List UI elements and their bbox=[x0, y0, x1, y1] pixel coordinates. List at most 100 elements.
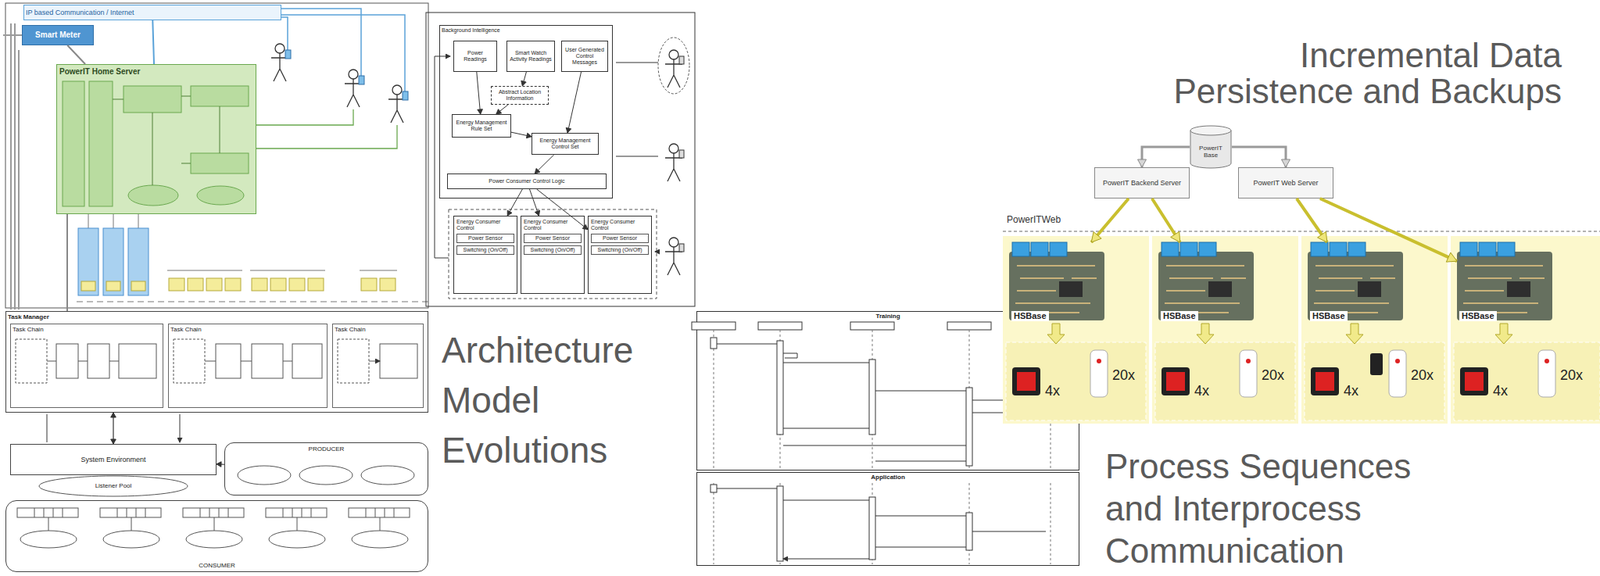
node-title: Smart Watch Activity Readings bbox=[508, 50, 553, 63]
board-box: HSBase bbox=[1307, 242, 1404, 324]
board-box: HSBase bbox=[1456, 242, 1553, 324]
count-label: 20x bbox=[1410, 367, 1443, 385]
connector bbox=[507, 189, 523, 216]
message-arrows bbox=[716, 343, 1048, 559]
arrow-head bbox=[534, 168, 541, 174]
caption-text: Incremental Data Persistence and Backups bbox=[1139, 37, 1562, 110]
node-title: Application bbox=[870, 473, 906, 481]
node-title: Task Chain bbox=[12, 325, 44, 333]
intelligence-box: Background IntelligencePower Readings Sma… bbox=[439, 25, 613, 199]
connector bbox=[1138, 146, 1191, 168]
node-title: Power Readings bbox=[455, 50, 495, 63]
region-label: PowerITWeb bbox=[1006, 214, 1101, 226]
arrow-head bbox=[565, 127, 571, 133]
node-cell: Power Sensor bbox=[456, 233, 515, 244]
connector-line bbox=[567, 71, 581, 133]
sequence-frame: Application bbox=[696, 472, 1080, 566]
count-label: 20x bbox=[1112, 367, 1144, 385]
arrow-head bbox=[534, 210, 540, 216]
device-pictures bbox=[1012, 350, 1556, 398]
count-label: 20x bbox=[1261, 367, 1293, 385]
node-title: Energy Management Control Set bbox=[533, 137, 597, 151]
connector-line bbox=[216, 463, 225, 466]
site-panels bbox=[1002, 236, 1600, 424]
node-title: Energy Consumer Control bbox=[523, 218, 582, 232]
process-box: User Generated Control Messages bbox=[561, 40, 609, 72]
web-boundary bbox=[1002, 231, 1600, 233]
caption-text: Architecture Model Evolutions bbox=[441, 325, 677, 477]
label-holder: 20x bbox=[1410, 367, 1443, 385]
node-title: HSBase bbox=[1160, 311, 1199, 322]
node-title: Background Intelligence bbox=[441, 27, 501, 34]
connector-line bbox=[529, 189, 540, 216]
arrow-head bbox=[521, 80, 527, 86]
process-box: Power Readings bbox=[453, 40, 498, 72]
board-box: HSBase bbox=[1009, 242, 1105, 324]
node-title: PowerIT Web Server bbox=[1252, 178, 1318, 187]
arrow-head bbox=[582, 224, 588, 230]
server-links bbox=[256, 109, 398, 149]
environment-box: System Environment bbox=[10, 443, 217, 476]
node-title: Task Chain bbox=[170, 325, 202, 333]
connector bbox=[216, 461, 225, 468]
label-holder: 4x bbox=[1343, 382, 1371, 401]
label-holder: 4x bbox=[1492, 382, 1520, 401]
process-box: Abstract Location Information bbox=[490, 85, 549, 105]
connector-line bbox=[536, 189, 588, 230]
process-box: Energy Management Control Set bbox=[531, 132, 599, 155]
arrow-head bbox=[507, 210, 512, 216]
arrow-head bbox=[1317, 231, 1328, 243]
arrow-head bbox=[1091, 232, 1102, 243]
count-label: 4x bbox=[1492, 382, 1520, 401]
node-cell: Switching (On/Off) bbox=[456, 245, 515, 255]
connector-line bbox=[522, 71, 527, 86]
connector bbox=[1231, 146, 1291, 168]
server-modules bbox=[62, 81, 249, 207]
label-holder: Process Sequences and Interprocess Commu… bbox=[1105, 445, 1450, 573]
consumer-control-box: Energy Consumer ControlPower SensorSwitc… bbox=[520, 215, 585, 294]
sequence-frame: Training bbox=[696, 311, 1080, 471]
connector bbox=[1320, 198, 1457, 262]
label-holder: 20x bbox=[1560, 367, 1592, 385]
network-lines bbox=[281, 8, 405, 92]
node-title: Power Consumer Control Logic bbox=[488, 178, 565, 185]
user-input-lines bbox=[615, 62, 659, 252]
task-steps bbox=[15, 339, 418, 383]
arrow-head bbox=[477, 109, 484, 115]
count-label: 4x bbox=[1045, 382, 1072, 401]
connector-line bbox=[1152, 198, 1181, 243]
database-cylinder: PowerIT Base bbox=[1189, 125, 1232, 169]
node-title: PowerIT Backend Server bbox=[1102, 178, 1182, 187]
manager-arrows bbox=[46, 414, 180, 443]
node-title: HSBase bbox=[1011, 311, 1049, 322]
consumer-queues bbox=[17, 508, 410, 548]
consumer-control-box: Energy Consumer ControlPower SensorSwitc… bbox=[453, 215, 518, 294]
arrow-head bbox=[1170, 231, 1181, 243]
connector-line bbox=[112, 412, 114, 444]
task-chain-box: Task Chain bbox=[332, 323, 424, 409]
label-holder: 4x bbox=[1045, 382, 1072, 401]
server-box: PowerIT Web Server bbox=[1238, 167, 1334, 199]
connector-line bbox=[67, 45, 86, 65]
connector bbox=[565, 71, 581, 133]
node-title: HSBase bbox=[1310, 311, 1348, 322]
connector-line bbox=[1320, 198, 1457, 262]
consumer-group bbox=[448, 209, 657, 299]
power-wires bbox=[3, 23, 22, 310]
label-holder: Incremental Data Persistence and Backups bbox=[1139, 37, 1562, 110]
producer-box: PRODUCER bbox=[224, 442, 429, 496]
producer-items bbox=[237, 465, 415, 485]
node-cell: Power Sensor bbox=[523, 233, 582, 244]
node-title: PowerIT Base bbox=[1191, 144, 1230, 159]
connector bbox=[496, 104, 509, 115]
connector-line bbox=[1231, 146, 1286, 168]
label-holder: 20x bbox=[1112, 367, 1144, 385]
node-title: CONSUMER bbox=[198, 561, 236, 570]
node-cell: Switching (On/Off) bbox=[590, 245, 649, 255]
node-title: Energy Management Rule Set bbox=[454, 119, 509, 133]
lifelines bbox=[713, 329, 1051, 565]
node-title: PowerIT Home Server bbox=[59, 67, 140, 77]
task-manager-box: Task ManagerTask ChainTask ChainTask Cha… bbox=[5, 311, 429, 413]
server-region: PowerIT Home Server bbox=[56, 64, 257, 215]
listener-pool bbox=[39, 476, 188, 497]
